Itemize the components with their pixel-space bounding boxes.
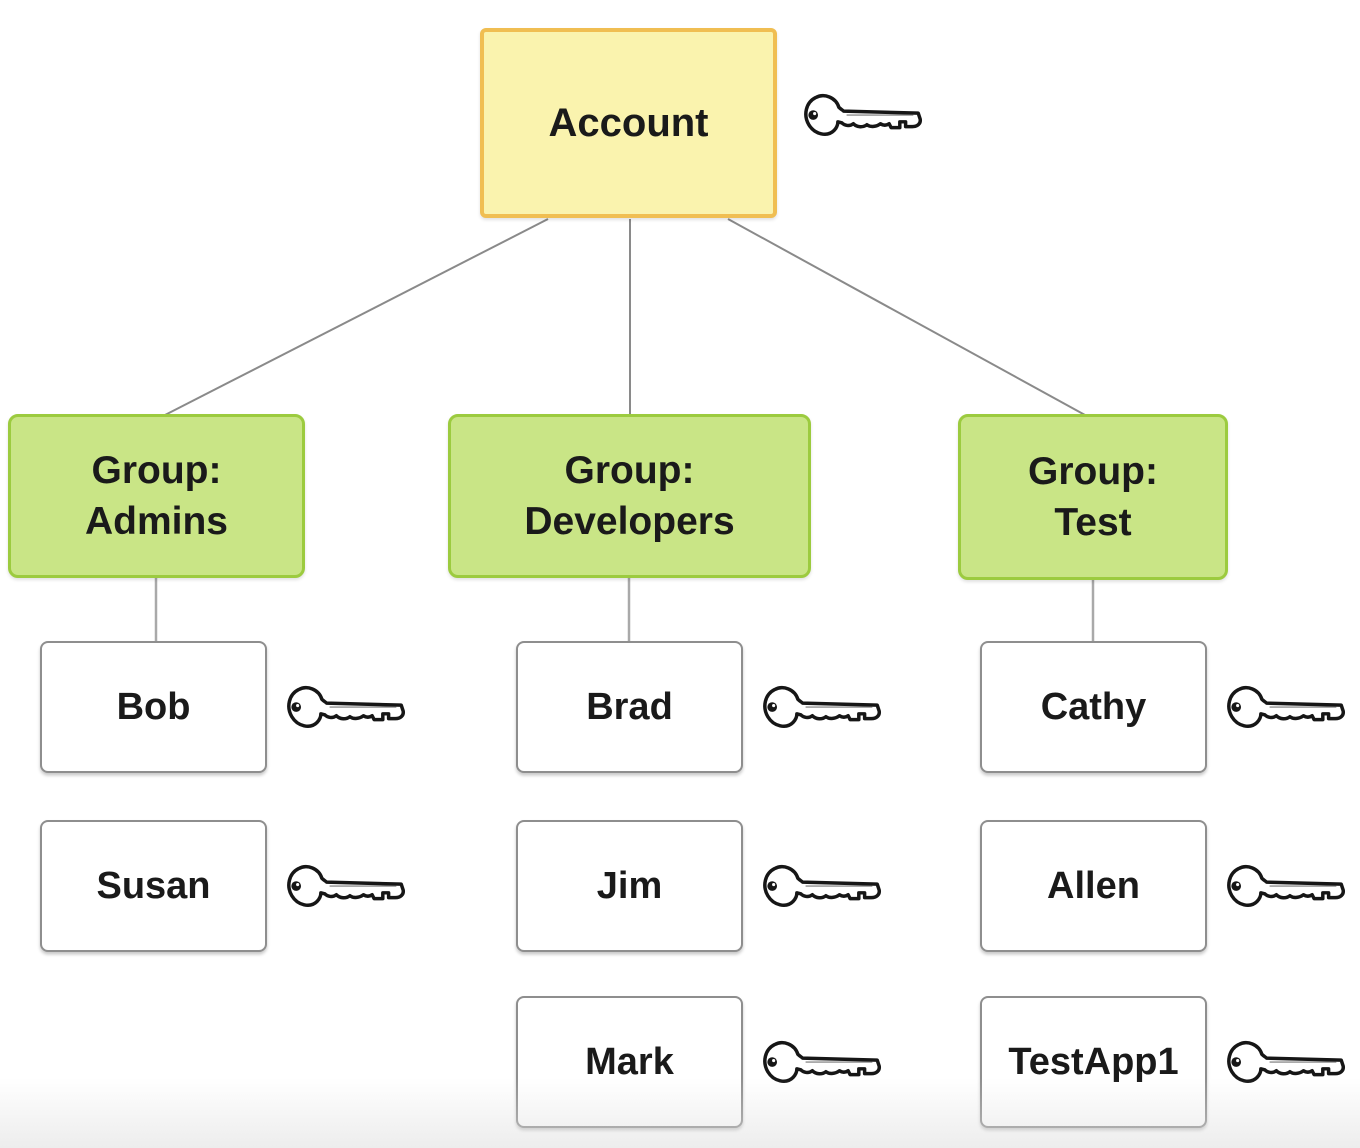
user-label: Jim <box>596 864 663 907</box>
key-icon <box>1224 1033 1350 1093</box>
user-label: Susan <box>96 864 211 907</box>
account-node: Account <box>480 28 777 218</box>
group-node-admins: Group: Admins <box>8 414 305 578</box>
group-name: Developers <box>524 500 735 543</box>
user-label: Bob <box>116 685 191 728</box>
group-name: Admins <box>84 500 228 543</box>
key-icon <box>284 857 410 917</box>
user-node-susan: Susan <box>40 820 267 952</box>
group-title: Group: <box>1028 450 1158 493</box>
user-node-testapp1: TestApp1 <box>980 996 1207 1128</box>
user-node-cathy: Cathy <box>980 641 1207 773</box>
key-icon <box>760 857 886 917</box>
connector-account-admins <box>164 218 549 416</box>
user-label: TestApp1 <box>1008 1040 1179 1083</box>
key-icon <box>760 1033 886 1093</box>
account-label: Account <box>548 100 709 145</box>
group-title: Group: <box>91 449 222 492</box>
user-node-jim: Jim <box>516 820 743 952</box>
group-name: Test <box>1054 501 1132 544</box>
user-node-mark: Mark <box>516 996 743 1128</box>
key-icon <box>760 678 886 738</box>
group-node-test: Group: Test <box>958 414 1228 580</box>
user-label: Cathy <box>1040 685 1147 728</box>
user-label: Allen <box>1047 864 1140 907</box>
group-node-developers: Group: Developers <box>448 414 811 578</box>
key-icon <box>1224 678 1350 738</box>
group-title: Group: <box>564 449 695 492</box>
user-node-allen: Allen <box>980 820 1207 952</box>
user-label: Brad <box>586 685 673 728</box>
user-node-brad: Brad <box>516 641 743 773</box>
user-label: Mark <box>585 1040 674 1083</box>
key-icon <box>801 86 927 146</box>
key-icon <box>284 678 410 738</box>
user-node-bob: Bob <box>40 641 267 773</box>
key-icon <box>1224 857 1350 917</box>
connector-account-test <box>727 218 1086 416</box>
